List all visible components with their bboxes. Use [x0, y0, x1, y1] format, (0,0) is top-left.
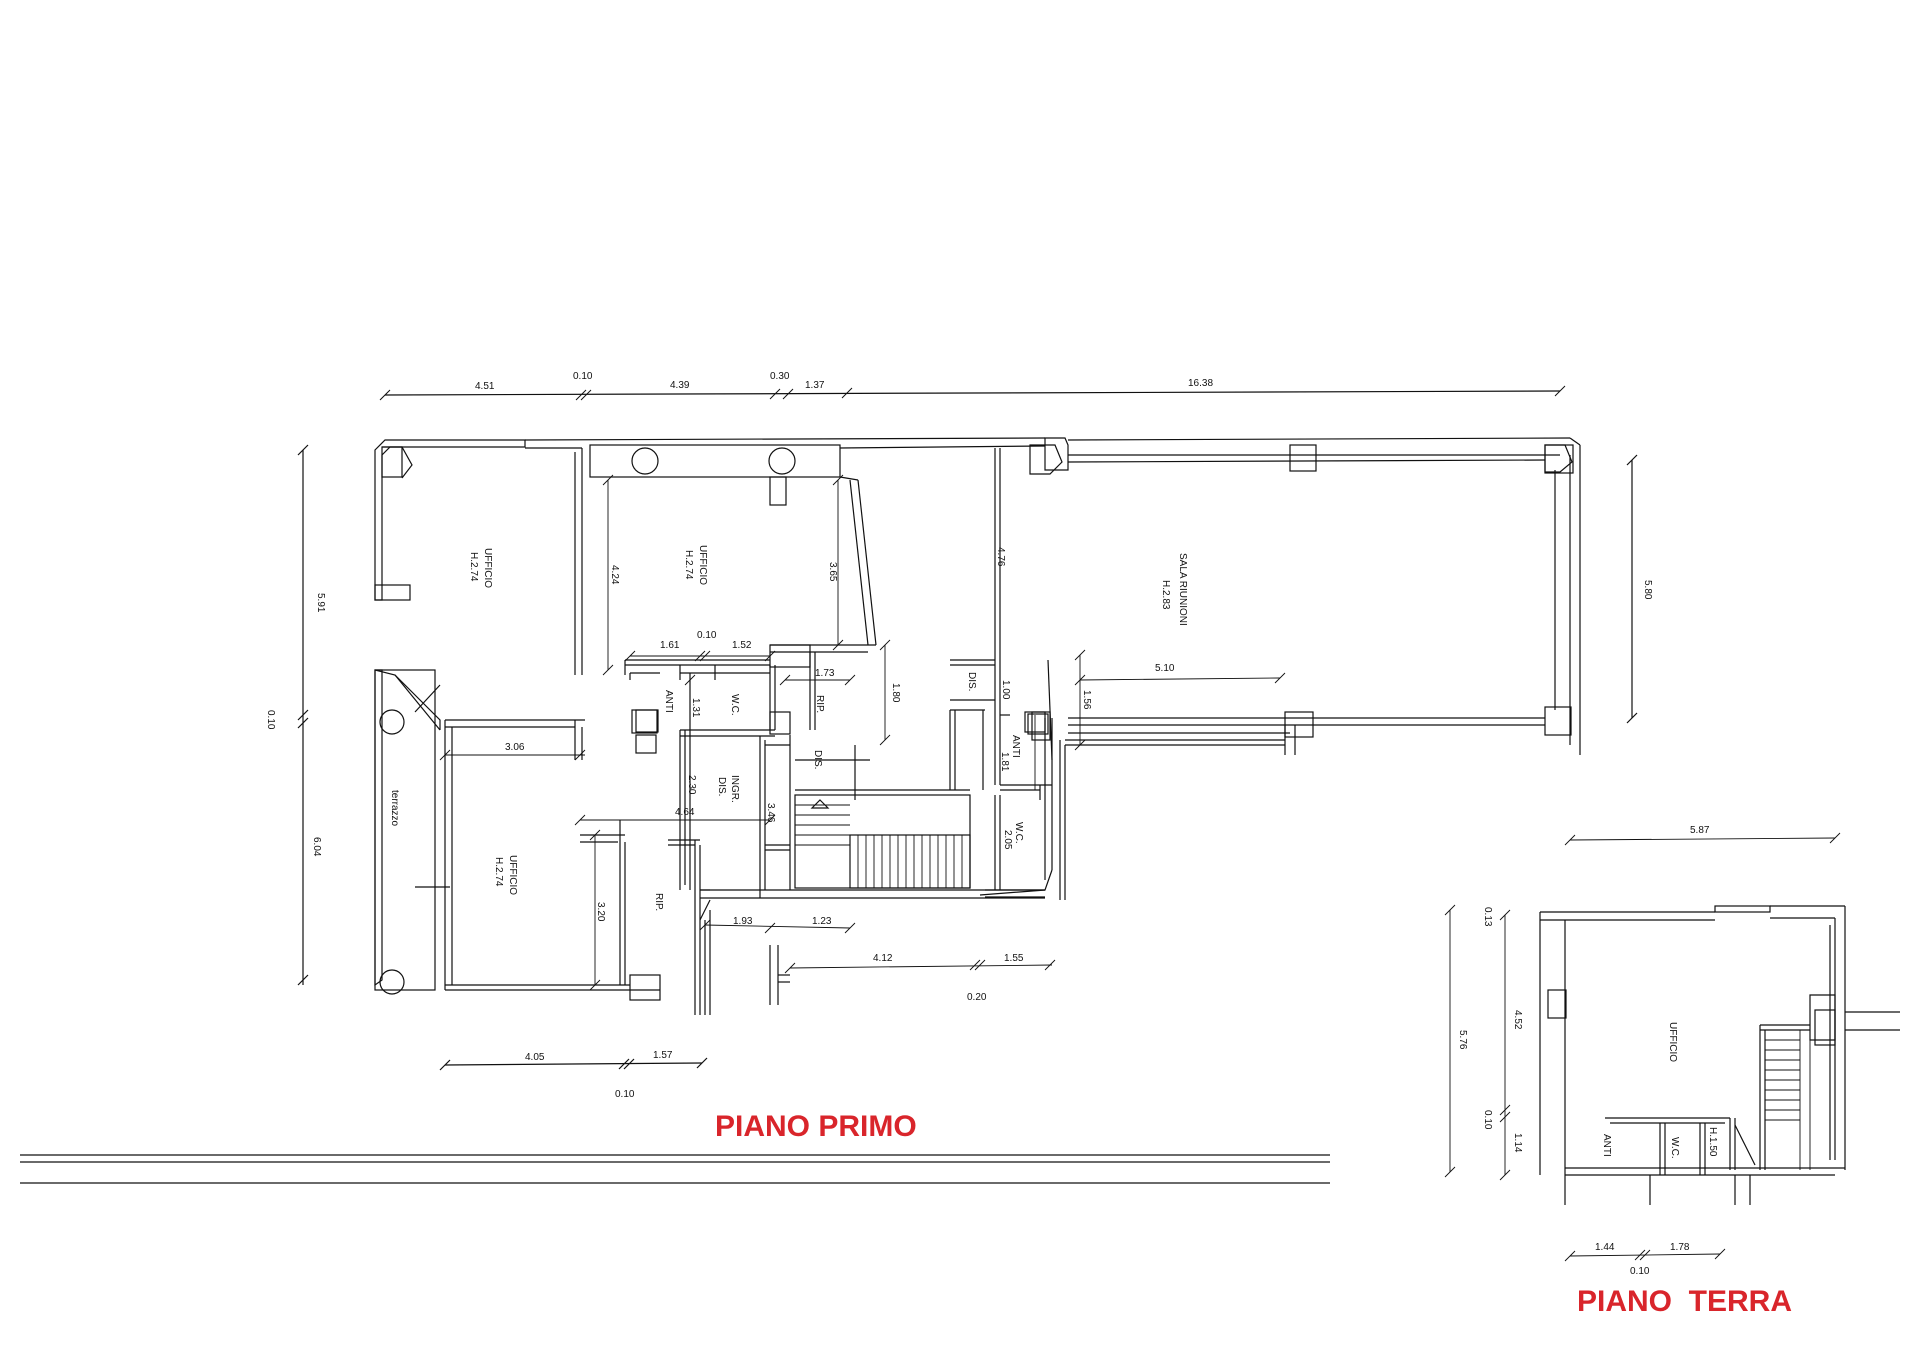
- dim-left-2: 0.10: [265, 710, 276, 730]
- room-meeting-height: H.2.83: [1160, 580, 1171, 610]
- room-office-left-height: H.2.74: [468, 552, 479, 582]
- dim-right-1: 5.80: [1642, 580, 1653, 600]
- dim-inner-0.20: 0.20: [967, 992, 987, 1003]
- dim-inner-1.00: 1.00: [1000, 680, 1011, 700]
- dim-inner-3.46: 3.46: [765, 803, 776, 823]
- dim-top-5: 1.37: [805, 380, 825, 391]
- gf-room-wc: W.C.: [1669, 1137, 1680, 1159]
- room-dis-1: DIS.: [966, 672, 977, 691]
- gf-room-anti: ANTI: [1601, 1134, 1612, 1157]
- gf-dim-5.87: 5.87: [1690, 825, 1710, 836]
- dim-left-1: 5.91: [315, 593, 326, 613]
- dim-inner-1.55: 1.55: [1004, 953, 1024, 964]
- dim-bottom-2: 1.57: [653, 1050, 673, 1061]
- dim-bottom-1: 4.05: [525, 1052, 545, 1063]
- dim-inner-1.73: 1.73: [815, 668, 835, 679]
- dim-inner-1.56: 1.56: [1081, 690, 1092, 710]
- dim-inner-3.06: 3.06: [505, 742, 525, 753]
- bottom-dimension-line: [439, 1057, 708, 1071]
- room-anti-1: ANTI: [663, 690, 674, 713]
- right-dimension-line: [1626, 454, 1638, 724]
- dim-inner-1.23: 1.23: [812, 916, 832, 927]
- dim-inner-4.64: 4.64: [675, 807, 695, 818]
- dim-inner-1.80: 1.80: [890, 683, 901, 703]
- dim-inner-4.76: 4.76: [995, 547, 1006, 567]
- dim-inner-1.93: 1.93: [733, 916, 753, 927]
- room-wc-2: W.C.: [1013, 822, 1024, 844]
- room-ingr-line1: INGR.: [729, 775, 740, 803]
- dim-bottom-3: 0.10: [615, 1089, 635, 1100]
- room-ingr-line2: DIS.: [716, 777, 727, 796]
- dim-inner-3.65: 3.65: [827, 562, 838, 582]
- ground-floor-walls[interactable]: [1539, 905, 1900, 1205]
- gf-dim-0.13: 0.13: [1482, 907, 1493, 927]
- gf-dim-1.44: 1.44: [1595, 1242, 1615, 1253]
- gf-dim-0.10: 0.10: [1630, 1266, 1650, 1277]
- room-office-mid-name: UFFICIO: [697, 545, 708, 585]
- sheet-border-lines: [20, 1154, 1330, 1184]
- gf-room-office: UFFICIO: [1667, 1022, 1678, 1062]
- gf-dim-4.52: 4.52: [1512, 1010, 1523, 1030]
- dim-inner-2.05: 2.05: [1002, 830, 1013, 850]
- dim-inner-0.10: 0.10: [697, 630, 717, 641]
- ground-floor-dimension-lines: [1444, 832, 1841, 1262]
- dim-left-3: 6.04: [311, 837, 322, 857]
- room-office-bottom-height: H.2.74: [493, 857, 504, 887]
- dim-top-2: 0.10: [573, 371, 593, 382]
- first-floor-walls[interactable]: [374, 437, 1581, 1015]
- dim-inner-5.10: 5.10: [1155, 663, 1175, 674]
- room-office-left-name: UFFICIO: [482, 548, 493, 588]
- dim-inner-1.52: 1.52: [732, 640, 752, 651]
- inner-dimension-lines: [439, 450, 1286, 991]
- room-rip-1: RIP.: [814, 695, 825, 713]
- dim-inner-4.12: 4.12: [873, 953, 893, 964]
- dim-top-6: 16.38: [1188, 378, 1213, 389]
- dim-inner-1.61: 1.61: [660, 640, 680, 651]
- room-office-mid-height: H.2.74: [683, 550, 694, 580]
- room-anti-2: ANTI: [1010, 735, 1021, 758]
- room-terrace: terrazzo: [389, 790, 400, 827]
- gf-dim-5.76: 5.76: [1457, 1030, 1468, 1050]
- left-dimension-line: [297, 444, 309, 986]
- gf-room-height: H.1.50: [1707, 1127, 1718, 1157]
- title-ground-floor: PIANO TERRA: [1577, 1285, 1792, 1318]
- dim-inner-2.30: 2.30: [686, 775, 697, 795]
- room-wc-1: W.C.: [729, 694, 740, 716]
- dim-inner-4.24: 4.24: [609, 565, 620, 585]
- dim-inner-3.20: 3.20: [595, 902, 606, 922]
- top-dimension-line: [379, 385, 1566, 401]
- gf-dim-1.14: 1.14: [1512, 1133, 1523, 1153]
- gf-dim-1.78: 1.78: [1670, 1242, 1690, 1253]
- dim-top-1: 4.51: [475, 381, 495, 392]
- gf-dim-0.10: 0.10: [1482, 1110, 1493, 1130]
- room-rip-2: RIP.: [653, 893, 664, 911]
- dim-inner-1.31: 1.31: [690, 698, 701, 718]
- dim-top-4: 0.30: [770, 371, 790, 382]
- dim-inner-1.81: 1.81: [999, 752, 1010, 772]
- room-dis-2: DIS.: [812, 750, 823, 769]
- dim-top-3: 4.39: [670, 380, 690, 391]
- room-office-bottom-name: UFFICIO: [507, 855, 518, 895]
- title-first-floor: PIANO PRIMO: [715, 1110, 917, 1143]
- room-meeting-name: SALA RIUNIONI: [1177, 553, 1188, 626]
